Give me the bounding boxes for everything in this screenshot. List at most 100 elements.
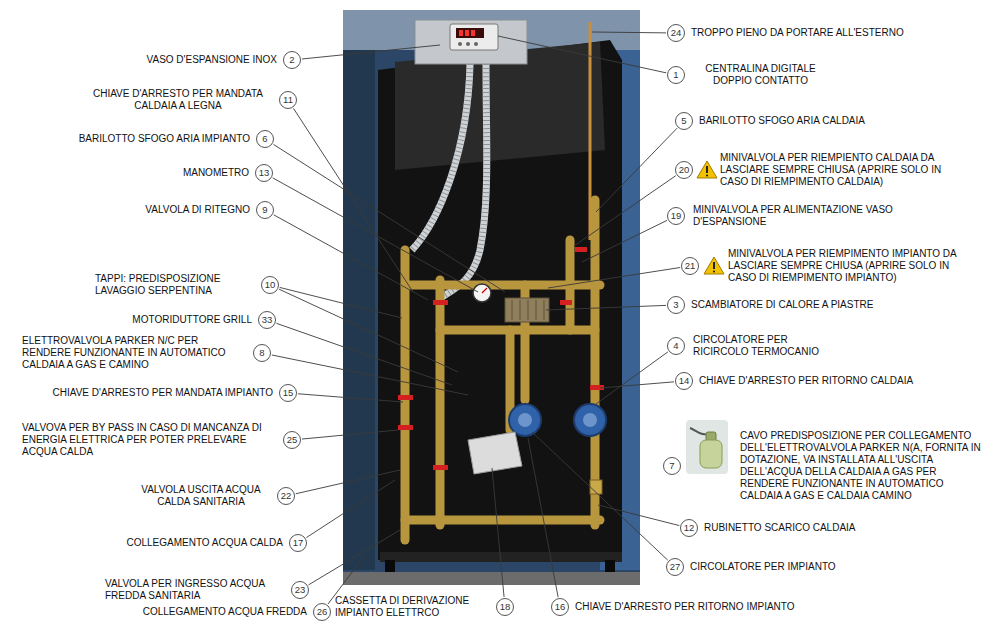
leader-line	[273, 178, 478, 292]
callout-number: 8	[253, 344, 271, 362]
leader-line	[280, 287, 402, 318]
callout-number: 9	[256, 201, 274, 219]
callout-number: 26	[313, 603, 331, 621]
leader-line	[309, 530, 400, 585]
cable-connector	[700, 440, 722, 468]
valve-handle	[398, 395, 413, 400]
callout-item: VALVOLA PER INGRESSO ACQUA FREDDA SANITA…	[105, 578, 309, 602]
leader-line	[598, 505, 679, 526]
callout-item: 19 MINIVALVOLA PER ALIMENTAZIONE VASO D'E…	[667, 204, 898, 228]
callout-item: 14CHIAVE D'ARRESTO PER RITORNO CALDAIA	[675, 372, 913, 390]
controller-display	[456, 28, 484, 38]
valve-handle	[560, 300, 572, 305]
display-digit	[471, 30, 475, 36]
warning-mark	[706, 174, 708, 176]
part-label: COLLEGAMENTO ACQUA FREDDA	[143, 606, 307, 618]
callout-item: VALVOVA PER BY PASS IN CASO DI MANCANZA …	[22, 422, 301, 458]
leader-line	[498, 36, 666, 73]
callout-number: 25	[283, 431, 301, 449]
callout-number: 23	[291, 581, 309, 599]
leader-line	[596, 352, 668, 404]
part-label: MINIVALVOLA PER ALIMENTAZIONE VASO D'ESP…	[693, 204, 898, 228]
callout-item: 1CENTRALINA DIGITALE DOPPIO CONTATTO	[667, 63, 828, 87]
callout-number: 17	[289, 534, 307, 552]
leader-line	[600, 382, 674, 388]
callout-item: ELETTROVALVOLA PARKER N/C PER RENDERE FU…	[22, 335, 271, 371]
valve-handle	[433, 465, 448, 470]
valve-handle	[433, 300, 448, 305]
part-label: TAPPI: PREDISPOSIZIONE LAVAGGIO SERPENTI…	[95, 273, 255, 297]
leader-line	[574, 176, 676, 246]
leader-line	[548, 268, 680, 288]
warning-mark	[713, 262, 715, 269]
pressure-gauge	[473, 284, 491, 302]
controller-button	[466, 42, 470, 46]
callout-item: 7CAVO PREDISPOSIZIONE PER COLLEGAMENTO D…	[663, 430, 988, 502]
leader-line	[492, 468, 504, 597]
part-label: CHIAVE D'ARRESTO PER MANDATA CALDAIA A L…	[83, 88, 273, 112]
pipe	[440, 326, 595, 335]
part-label: VALVOLA PER INGRESSO ACQUA FREDDA SANITA…	[105, 578, 285, 602]
leader-line	[272, 355, 468, 395]
pipe	[591, 200, 600, 525]
brass-pipes	[405, 200, 600, 540]
part-label: ELETTROVALVOLA PARKER N/C PER RENDERE FU…	[22, 335, 247, 371]
part-label: CIRCOLATORE PER IMPIANTO	[690, 561, 836, 573]
callout-number: 20	[675, 161, 693, 179]
callout-item: COLLEGAMENTO ACQUA CALDA 17	[126, 534, 307, 552]
warning-icon	[704, 257, 724, 274]
leader-line	[302, 45, 440, 59]
callout-number: 16	[551, 598, 569, 616]
cable-photo-background	[686, 420, 728, 474]
callout-item: TAPPI: PREDISPOSIZIONE LAVAGGIO SERPENTI…	[95, 273, 279, 297]
display-digit	[459, 30, 463, 36]
leader-line	[306, 480, 395, 538]
callout-number: 24	[667, 24, 685, 42]
callout-number: 5	[675, 112, 693, 130]
part-label: COLLEGAMENTO ACQUA CALDA	[126, 537, 283, 549]
leader-line	[592, 32, 666, 34]
callout-item: 24TROPPO PIENO DA PORTARE ALL'ESTERNO	[667, 24, 904, 42]
part-label: SCAMBIATORE DI CALORE A PIASTRE	[691, 299, 873, 311]
pipe	[436, 280, 445, 525]
leader-line	[582, 220, 667, 262]
controller-button	[474, 42, 478, 46]
callout-number: 11	[279, 91, 297, 109]
leader-line	[528, 438, 558, 597]
part-label: CENTRALINA DIGITALE DOPPIO CONTATTO	[693, 63, 828, 87]
part-label: VASO D'ESPANSIONE INOX	[147, 54, 277, 66]
callout-item: COLLEGAMENTO ACQUA FREDDA 26	[143, 603, 331, 621]
callout-item: 27CIRCOLATORE PER IMPIANTO	[666, 558, 836, 576]
callout-number: 2	[283, 51, 301, 69]
callout-number: 13	[255, 164, 273, 182]
part-label: MINIVALVOLA PER RIEMPIENTO CALDAIA DA LA…	[720, 152, 968, 188]
callout-item: 4CIRCOLATORE PER RICIRCOLO TERMOCANIO	[667, 334, 833, 358]
part-label: VALVOVA PER BY PASS IN CASO DI MANCANZA …	[22, 422, 277, 458]
part-label: BARILOTTO SFOGO ARIA IMPIANTO	[79, 133, 250, 145]
leader-line	[274, 215, 428, 300]
photo-background	[343, 10, 640, 585]
part-label: MANOMETRO	[183, 167, 249, 179]
callout-number: 6	[256, 130, 274, 148]
leader-line	[302, 430, 398, 439]
callout-number: 19	[667, 207, 685, 225]
circulator-pump	[574, 404, 606, 436]
leader-line	[296, 470, 400, 494]
part-label: MINIVALVOLA PER RIEMPIMENTO IMPIANTO DA …	[728, 248, 980, 284]
leader-line	[279, 289, 458, 372]
valve-handle	[575, 247, 587, 252]
callout-number: 10	[261, 276, 279, 294]
circulator-pump	[509, 404, 541, 436]
callout-number: 21	[681, 257, 699, 275]
exchanger-plates	[512, 300, 544, 320]
callout-item: VASO D'ESPANSIONE INOX 2	[147, 51, 301, 69]
part-label: CHIAVE D'ARRESTO PER MANDATA IMPIANTO	[53, 387, 273, 399]
leader-line	[293, 108, 413, 292]
leader-line	[276, 323, 452, 385]
part-label: VALVOLA USCITA ACQUA CALDA SANITARIA	[131, 484, 271, 508]
callout-item: CASSETTA DI DERIVAZIONE IMPIANTO ELETTRC…	[335, 595, 514, 619]
floor	[343, 572, 640, 585]
hose-ribs	[412, 64, 470, 250]
junction-box	[468, 432, 522, 474]
controller-button	[458, 42, 462, 46]
